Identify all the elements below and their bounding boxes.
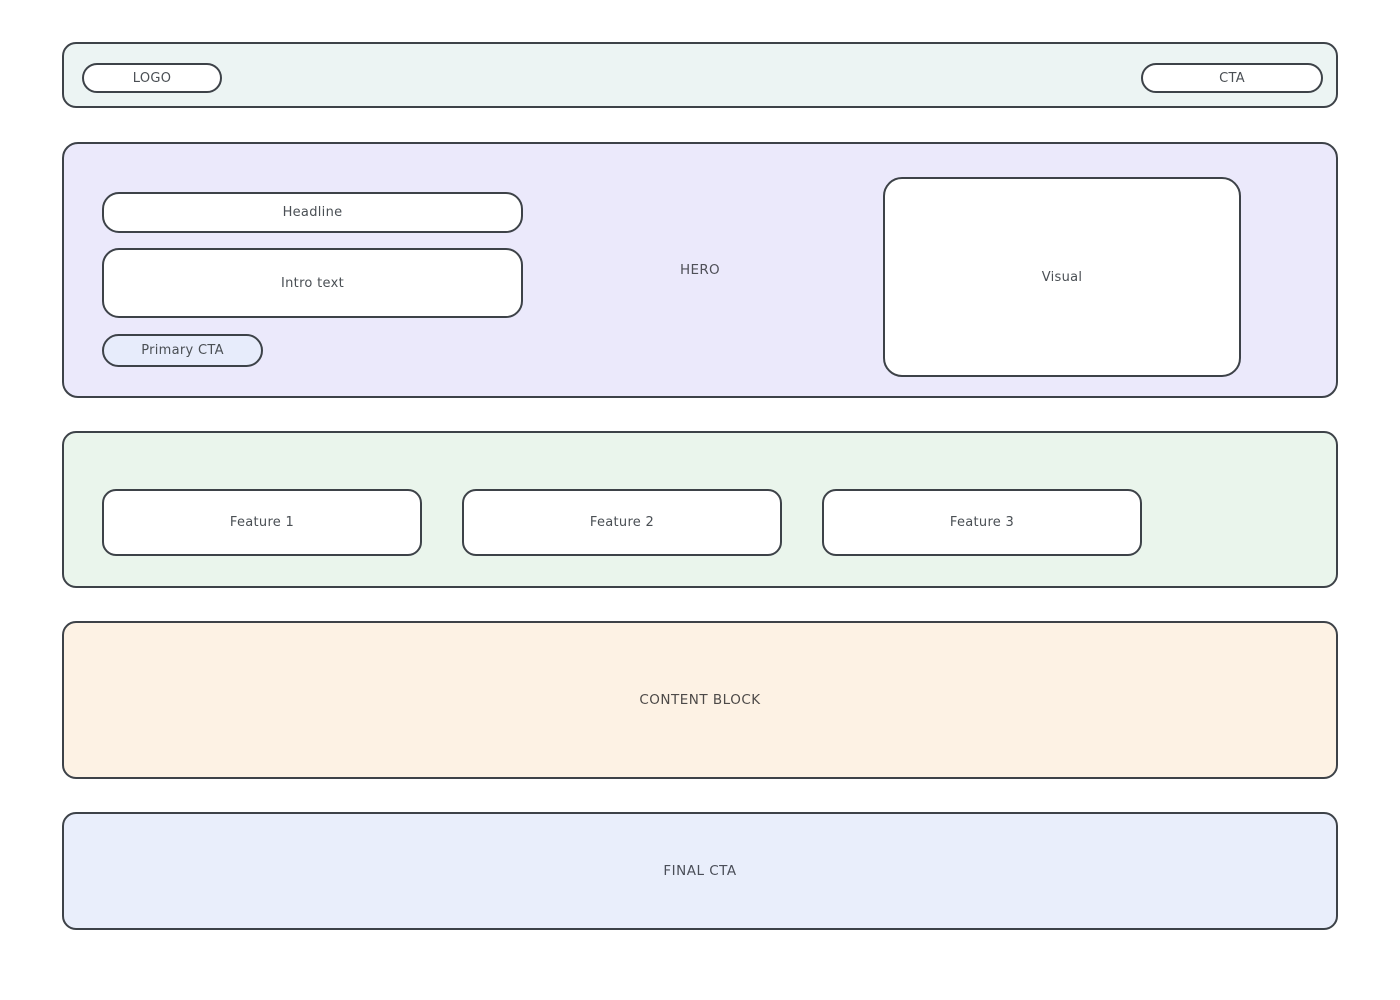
header-section: LOGO CTA xyxy=(62,42,1338,108)
headline-box: Headline xyxy=(102,192,523,233)
content-block-section: CONTENT BLOCK xyxy=(62,621,1338,779)
header-cta-label: CTA xyxy=(1219,70,1245,86)
primary-cta-label: Primary CTA xyxy=(141,343,224,358)
feature-1-label: Feature 1 xyxy=(229,515,295,530)
headline-label: Headline xyxy=(282,205,343,220)
logo-label: LOGO xyxy=(132,70,172,86)
feature-card-2: Feature 2 xyxy=(462,489,782,556)
final-cta-center: FINAL CTA xyxy=(64,814,1336,928)
header-cta-button[interactable]: CTA xyxy=(1141,63,1323,93)
feature-card-1: Feature 1 xyxy=(102,489,422,556)
hero-visual-label: Visual xyxy=(1041,269,1083,285)
feature-3-label: Feature 3 xyxy=(949,515,1015,530)
content-block-center: CONTENT BLOCK xyxy=(64,623,1336,777)
intro-text-box: Intro text xyxy=(102,248,523,318)
final-cta-label: FINAL CTA xyxy=(663,863,737,879)
features-section: Feature 1 Feature 2 Feature 3 xyxy=(62,431,1338,588)
final-cta-section: FINAL CTA xyxy=(62,812,1338,930)
intro-text-label: Intro text xyxy=(281,275,344,291)
hero-visual-box: Visual xyxy=(883,177,1241,377)
feature-card-3: Feature 3 xyxy=(822,489,1142,556)
primary-cta-button[interactable]: Primary CTA xyxy=(102,334,263,367)
content-block-label: CONTENT BLOCK xyxy=(639,692,761,708)
hero-section: HERO Headline Intro text Primary CTA Vis… xyxy=(62,142,1338,398)
hero-section-label: HERO xyxy=(680,262,720,278)
logo-pill[interactable]: LOGO xyxy=(82,63,222,93)
feature-2-label: Feature 2 xyxy=(589,515,655,530)
